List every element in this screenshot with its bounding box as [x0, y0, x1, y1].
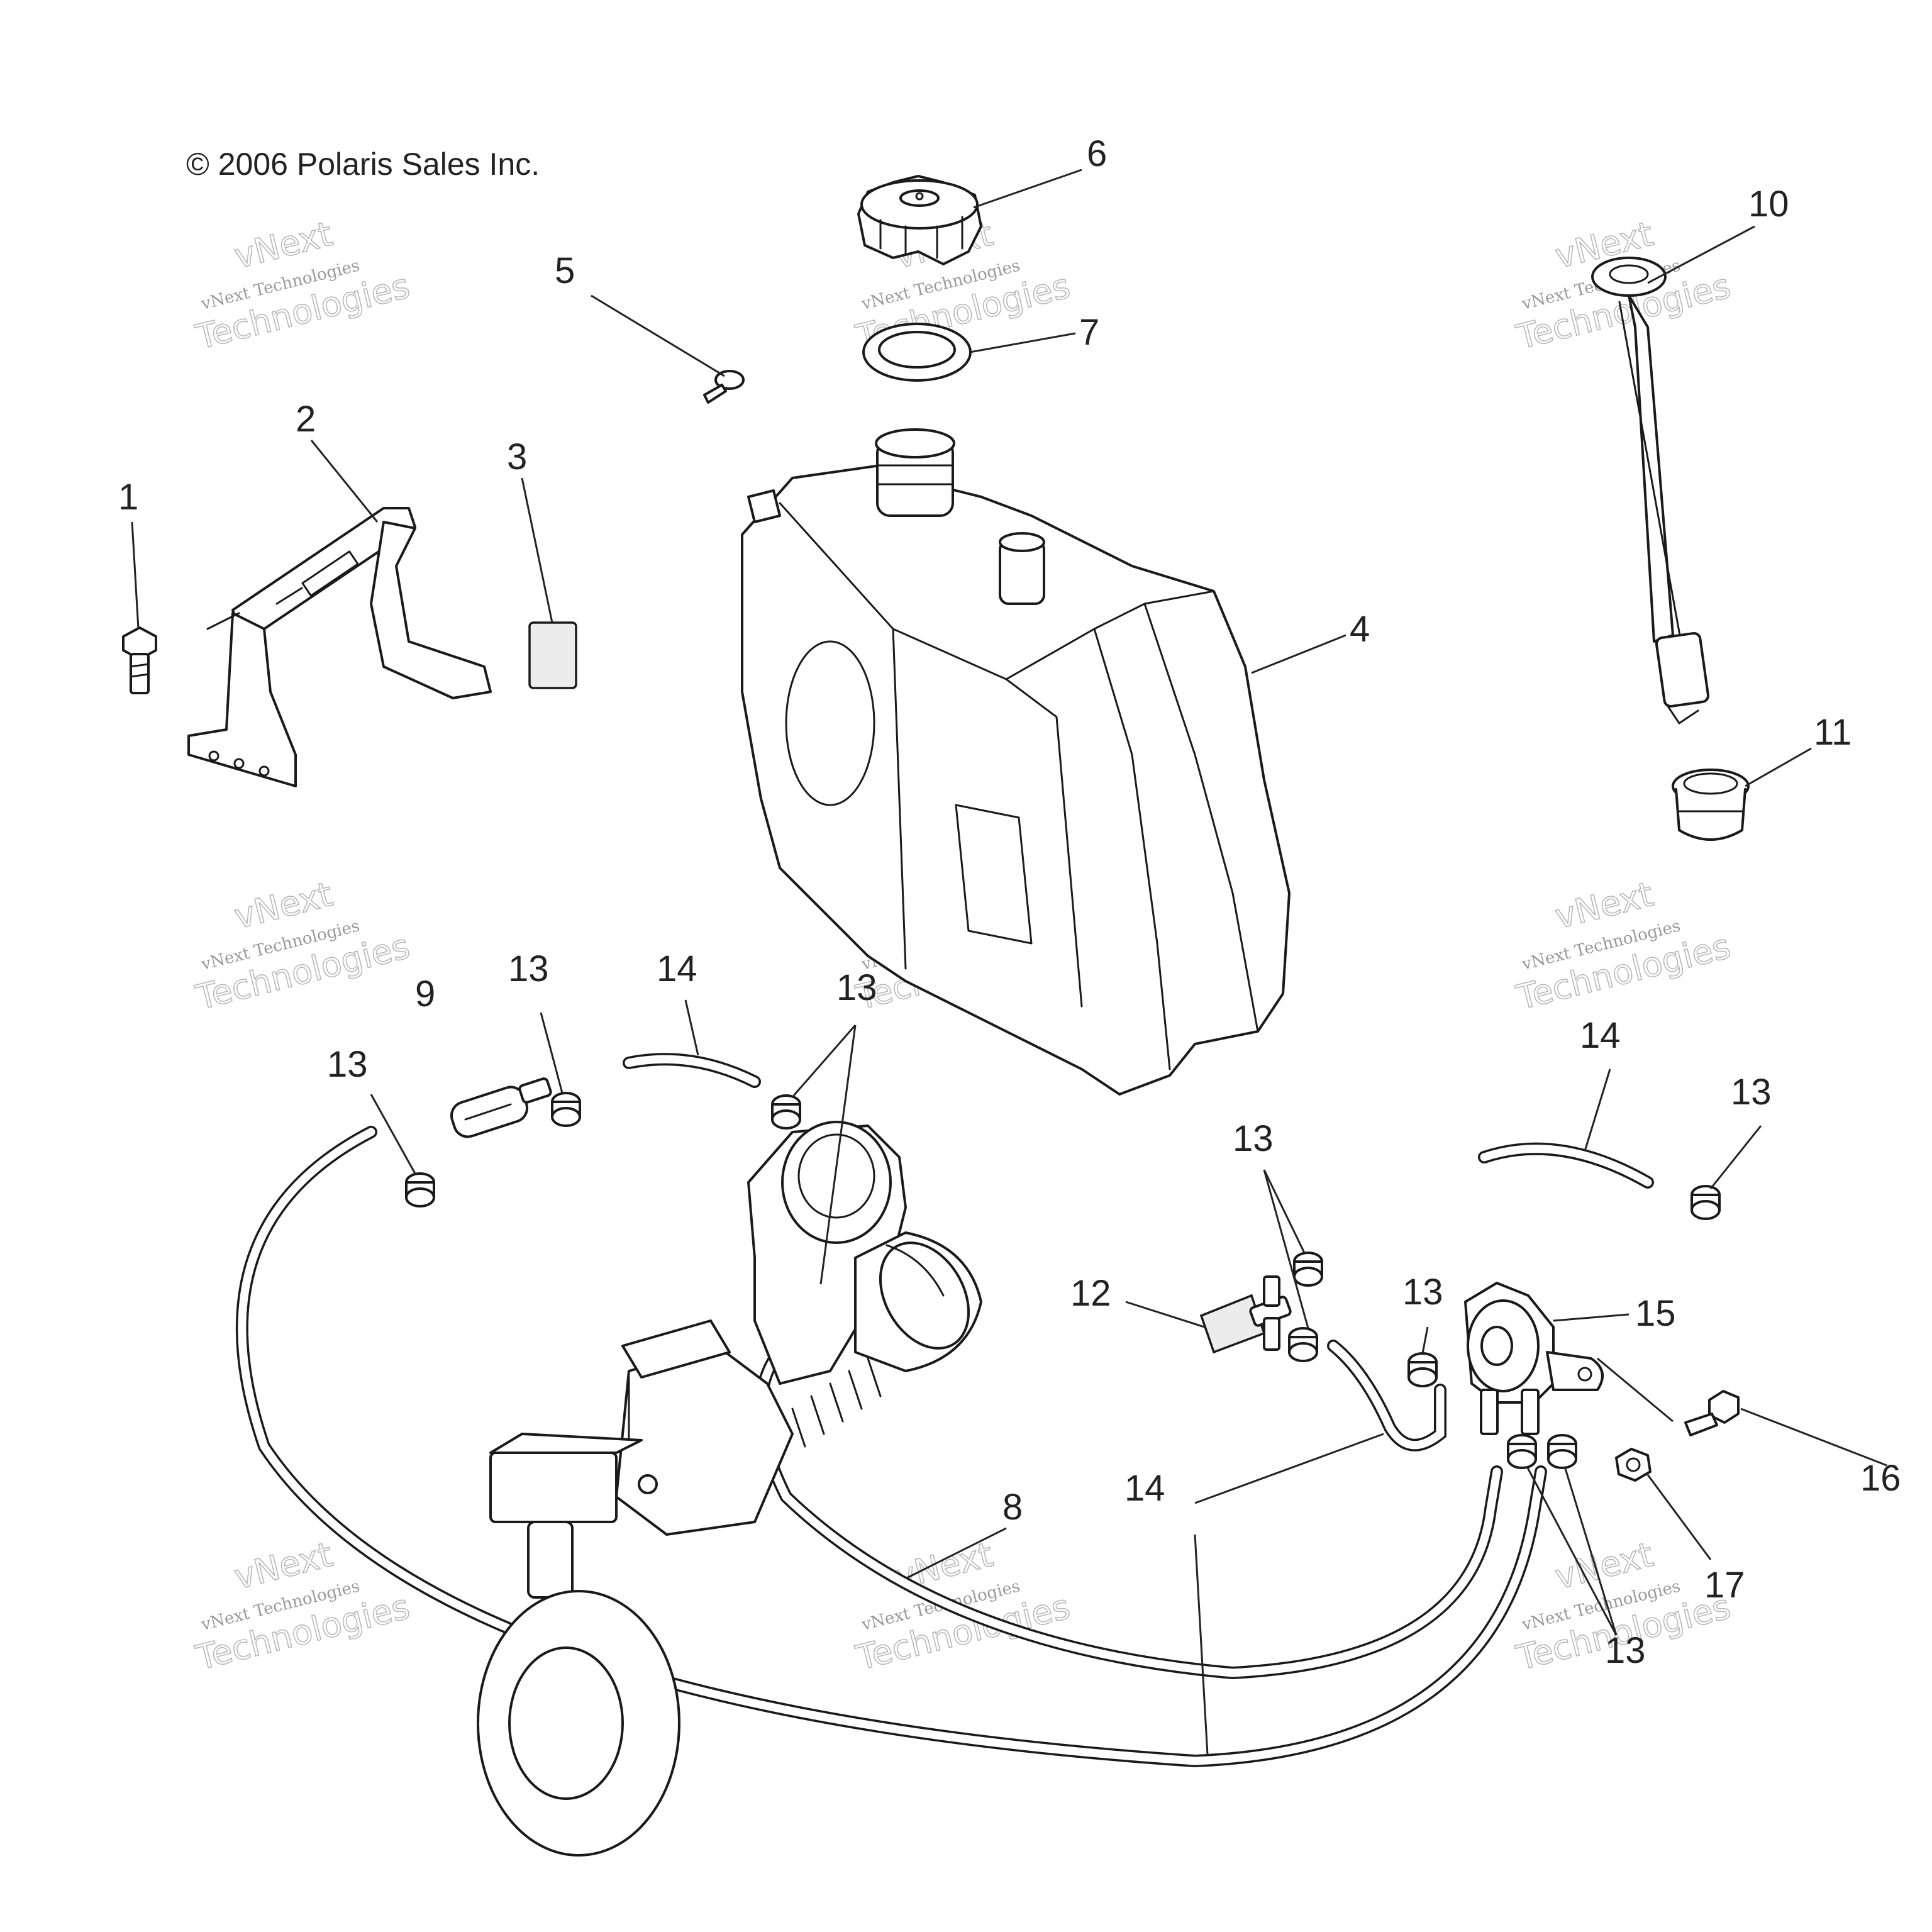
part-10-fuel-sender: [1591, 257, 1710, 724]
leader-lines: [131, 169, 1887, 1755]
part-14-hose-s-bend: [1327, 1340, 1446, 1452]
watermark-6: vNext vNext Technologies Technologies: [1512, 874, 1735, 1018]
part-13-clamp-a: [405, 1172, 435, 1208]
callout-12: 12: [1070, 1273, 1111, 1314]
copyright-text: © 2006 Polaris Sales Inc.: [186, 147, 540, 182]
part-7-gasket: [862, 323, 972, 382]
callout-13c: 13: [836, 967, 877, 1008]
callout-2: 2: [296, 399, 316, 440]
callout-13a: 13: [327, 1044, 368, 1085]
part-13-clamp-b: [551, 1092, 581, 1127]
callout-13g: 13: [1605, 1630, 1646, 1671]
callout-13b: 13: [508, 948, 549, 989]
part-4-fuel-tank: [741, 428, 1291, 1096]
callout-14c: 14: [1124, 1468, 1165, 1509]
part-14-hose-upper-right: [1478, 1142, 1654, 1189]
watermark-8: vNext vNext Technologies Technologies: [852, 1534, 1074, 1679]
callout-13e: 13: [1402, 1272, 1443, 1313]
callout-13d: 13: [1233, 1118, 1274, 1159]
part-9-fuel-filter: [450, 1077, 552, 1138]
callout-9: 9: [415, 974, 435, 1014]
part-13-clamp-c: [771, 1094, 801, 1130]
part-6-fuel-cap: [857, 175, 982, 265]
callout-11: 11: [1814, 712, 1852, 753]
callout-14b: 14: [1580, 1015, 1621, 1056]
part-13-clamp-e: [1293, 1252, 1323, 1287]
part-13-clamp-h: [1690, 1185, 1721, 1220]
callout-15: 15: [1635, 1293, 1676, 1334]
callout-8: 8: [1002, 1487, 1023, 1528]
part-13-clamp-g: [1407, 1352, 1438, 1387]
callout-4: 4: [1350, 609, 1370, 650]
callout-10: 10: [1748, 184, 1789, 225]
watermark-4: vNext vNext Technologies Technologies: [191, 874, 414, 1018]
watermark-7: vNext vNext Technologies Technologies: [191, 1534, 414, 1679]
part-13-clamp-j: [1547, 1434, 1577, 1469]
callout-6: 6: [1087, 133, 1107, 174]
part-1-bolt: [122, 626, 157, 694]
watermark-1: vNext vNext Technologies Technologies: [191, 213, 414, 358]
part-14-hose-upper-left: [623, 1053, 761, 1088]
part-11-grommet: [1672, 769, 1750, 841]
callout-5: 5: [555, 250, 575, 291]
part-15-fuel-pump: [1464, 1282, 1604, 1435]
part-3-pad: [528, 621, 577, 689]
callout-13f: 13: [1731, 1072, 1772, 1113]
callout-1: 1: [118, 477, 138, 518]
callout-7: 7: [1079, 312, 1099, 353]
part-2-bracket: [187, 507, 492, 787]
callout-labels: 1 2 3 4 5 6 7 8 9 10 11 12 13 13 13 13 1…: [118, 133, 1901, 1671]
part-13-clamp-f: [1288, 1327, 1318, 1362]
part-17-nut: [1615, 1448, 1652, 1482]
part-13-clamp-i: [1507, 1434, 1537, 1469]
throttle-body-assembly: [477, 1121, 982, 1857]
callout-16: 16: [1860, 1458, 1901, 1499]
callout-3: 3: [507, 436, 527, 477]
part-16-bolt: [1684, 1390, 1740, 1436]
callout-14a: 14: [657, 948, 697, 989]
callout-17: 17: [1704, 1565, 1745, 1606]
part-12-tee-valve: [1199, 1275, 1292, 1354]
